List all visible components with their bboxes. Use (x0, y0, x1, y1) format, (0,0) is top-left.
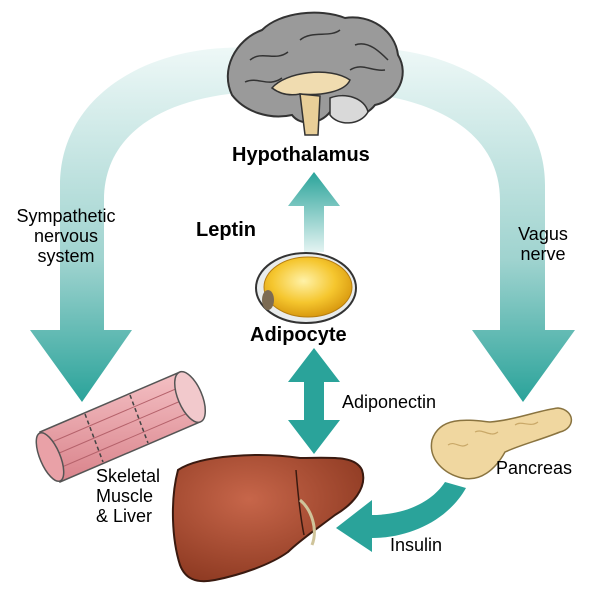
vagus-label-line2: nerve (520, 244, 566, 265)
insulin-arrow (336, 482, 466, 552)
vagus-label-line1: Vagus (518, 224, 568, 244)
sympathetic-label-line2: nervous (33, 226, 99, 247)
adiponectin-arrow (288, 348, 340, 454)
muscle-liver-label: Skeletal Muscle & Liver (96, 466, 160, 526)
adipocyte-label: Adipocyte (250, 324, 347, 346)
adipocyte-icon (255, 252, 357, 324)
liver-icon (171, 454, 365, 583)
hypothalamus-label: Hypothalamus (232, 144, 370, 166)
vagus-arch-arrow (345, 47, 575, 403)
sympathetic-label-line1: Sympathetic (16, 206, 116, 226)
muscle-label-line2: Muscle (96, 486, 154, 507)
adiponectin-label: Adiponectin (342, 392, 437, 412)
insulin-label: Insulin (390, 535, 443, 555)
sympathetic-label: Sympathetic nervous system (2, 206, 130, 266)
sympathetic-label-line3: system (37, 246, 95, 267)
brain-icon (226, 11, 404, 136)
leptin-arrow (288, 172, 340, 252)
muscle-icon (35, 370, 207, 483)
pancreas-icon (430, 407, 573, 480)
muscle-label-line1: Skeletal (96, 466, 161, 486)
pancreas-label: Pancreas (496, 458, 573, 478)
muscle-label-line3: & Liver (96, 506, 153, 527)
leptin-label: Leptin (196, 219, 256, 241)
vagus-label: Vagus nerve (508, 224, 578, 264)
sympathetic-arch-arrow (30, 47, 255, 403)
